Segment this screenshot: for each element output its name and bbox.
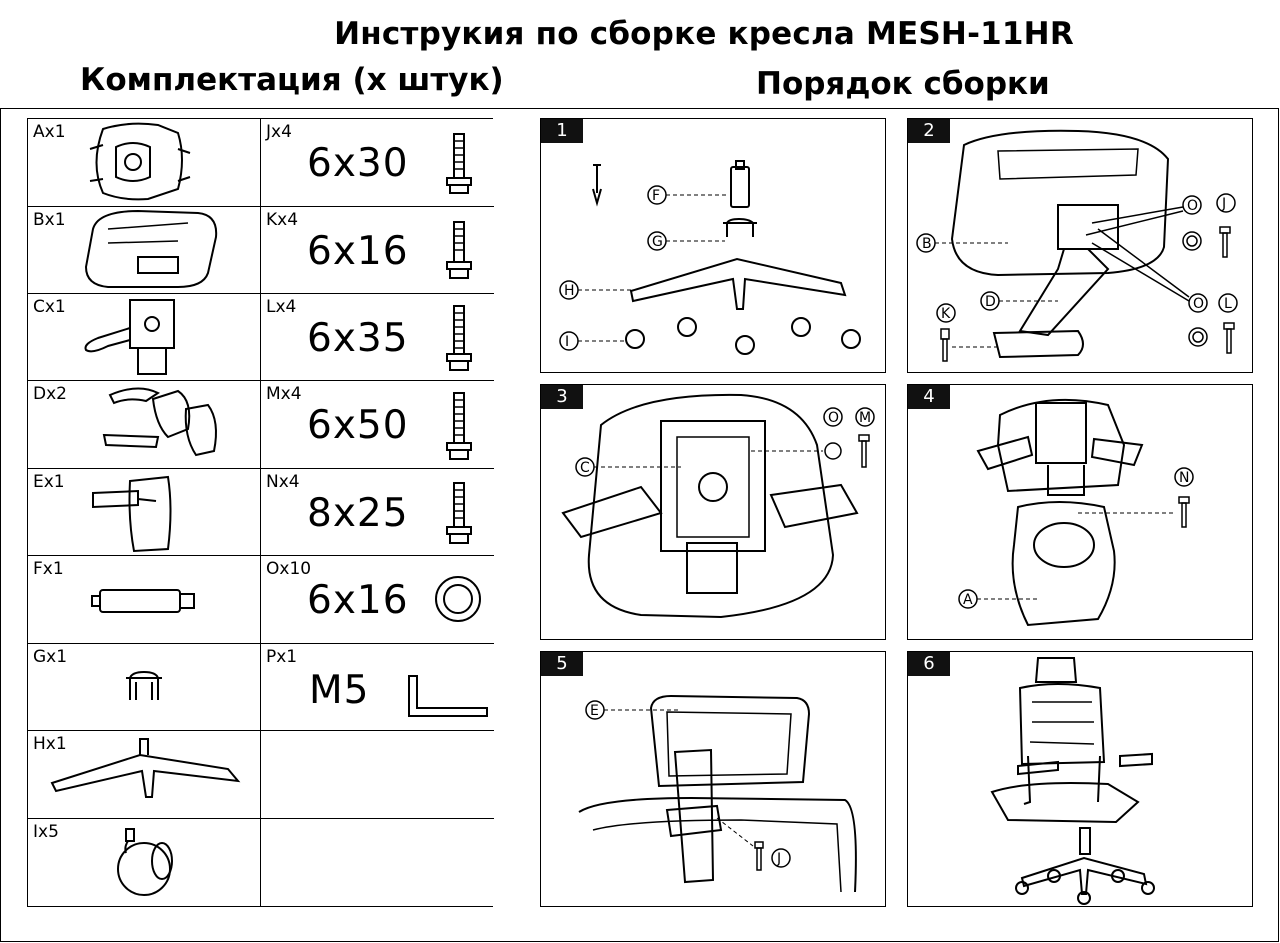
part-label-o: O	[828, 410, 839, 426]
page-frame	[0, 108, 1279, 942]
part-label-j: J	[1221, 196, 1226, 212]
headrest-icon	[92, 475, 172, 553]
part-cell-h: Hx1	[28, 731, 261, 819]
part-label-n: N	[1179, 470, 1189, 486]
part-cell-empty-2	[261, 819, 494, 906]
step-number: 3	[541, 385, 583, 409]
part-label-f: F	[652, 188, 660, 204]
part-cell-k: Kx4 6x16	[261, 207, 494, 294]
gas-lift-icon	[91, 589, 195, 613]
washer-icon	[435, 576, 481, 622]
part-code: Nx4	[266, 472, 300, 492]
part-code: Jx4	[266, 122, 292, 142]
bolt-icon	[446, 305, 472, 371]
part-code: Ax1	[33, 122, 66, 142]
assembly-heading: Порядок сборки	[756, 66, 1050, 102]
part-cell-m: Mx4 6x50	[261, 381, 494, 469]
armrest-icon	[102, 387, 217, 457]
bolt-icon	[446, 221, 472, 279]
part-code: Kx4	[266, 210, 299, 230]
step-6-illustration	[990, 657, 1155, 905]
part-cell-p: Px1 M5	[261, 644, 494, 731]
part-label-d: D	[985, 294, 996, 310]
part-label-l: L	[1224, 296, 1232, 312]
bolt-icon	[446, 482, 472, 544]
part-cell-a: Ax1	[28, 119, 261, 207]
part-cell-c: Cx1	[28, 294, 261, 381]
part-code: Ex1	[33, 472, 65, 492]
assembly-step-3: 3 C O M	[540, 384, 886, 640]
part-label-i: I	[565, 334, 569, 350]
backrest-frame-icon	[89, 122, 191, 201]
part-cell-o: Ox10 6x16	[261, 556, 494, 644]
step-number: 2	[908, 119, 950, 143]
part-code: Dx2	[33, 384, 67, 404]
part-label-e: E	[590, 703, 599, 719]
part-code: Hx1	[33, 734, 67, 754]
part-cell-i: Ix5	[28, 819, 261, 906]
part-label-k: K	[941, 306, 951, 322]
part-size: 6x16	[307, 229, 409, 274]
part-label-h: H	[564, 283, 575, 299]
parts-heading: Комплектация (x штук)	[80, 62, 504, 98]
document-title: Инструкия по сборке кресла MESH-11HR	[334, 16, 1074, 52]
mechanism-icon	[84, 299, 175, 375]
part-label-o: O	[1193, 296, 1204, 312]
part-label-o: O	[1187, 198, 1198, 214]
assembly-step-1: 1 F G H I	[540, 118, 886, 373]
part-cell-n: Nx4 8x25	[261, 469, 494, 556]
part-code: Cx1	[33, 297, 66, 317]
bolt-icon	[446, 392, 472, 460]
step-number: 6	[908, 652, 950, 676]
step-number: 1	[541, 119, 583, 143]
bolt-icon	[446, 133, 472, 194]
part-code: Px1	[266, 647, 298, 667]
part-code: Lx4	[266, 297, 297, 317]
part-size: 8x25	[307, 491, 409, 536]
step-3-illustration: C O M	[561, 393, 875, 619]
part-cell-j: Jx4 6x30	[261, 119, 494, 207]
parts-table: Ax1 Jx4 6x30 Bx1 Kx4 6x16	[27, 118, 494, 907]
step-4-illustration: A N	[958, 398, 1194, 627]
step-2-illustration: B D K O J O L	[916, 129, 1238, 362]
part-cell-l: Lx4 6x35	[261, 294, 494, 381]
seat-icon	[84, 209, 218, 288]
step-1-illustration: F G H I	[559, 160, 861, 355]
part-cell-b: Bx1	[28, 207, 261, 294]
assembly-step-6: 6	[907, 651, 1253, 907]
part-label-m: M	[859, 410, 871, 426]
part-size: 6x30	[307, 141, 409, 186]
part-label-j: J	[776, 851, 781, 867]
part-size: 6x35	[307, 316, 409, 361]
hex-key-icon	[408, 675, 488, 717]
part-size: 6x50	[307, 403, 409, 448]
part-cell-f: Fx1	[28, 556, 261, 644]
part-code: Mx4	[266, 384, 302, 404]
base-icon	[50, 738, 241, 798]
part-code: Fx1	[33, 559, 64, 579]
step-5-illustration: E J	[578, 694, 857, 893]
caster-icon	[117, 828, 173, 896]
part-code: Bx1	[33, 210, 66, 230]
part-cell-d: Dx2	[28, 381, 261, 469]
part-code: Ox10	[266, 559, 312, 579]
part-cell-e: Ex1	[28, 469, 261, 556]
part-label-a: A	[963, 592, 973, 608]
assembly-step-5: 5 E J	[540, 651, 886, 907]
step-number: 5	[541, 652, 583, 676]
assembly-step-2: 2 B D K O J O L	[907, 118, 1253, 373]
part-size: M5	[309, 668, 370, 713]
part-cell-g: Gx1	[28, 644, 261, 731]
part-code: Ix5	[33, 822, 59, 842]
part-label-b: B	[922, 236, 932, 252]
part-size: 6x16	[307, 578, 409, 623]
part-label-c: C	[580, 460, 590, 476]
gas-lift-cover-icon	[126, 670, 162, 700]
part-code: Gx1	[33, 647, 68, 667]
assembly-step-4: 4 A N	[907, 384, 1253, 640]
step-number: 4	[908, 385, 950, 409]
part-cell-empty-1	[261, 731, 494, 819]
part-label-g: G	[652, 234, 663, 250]
